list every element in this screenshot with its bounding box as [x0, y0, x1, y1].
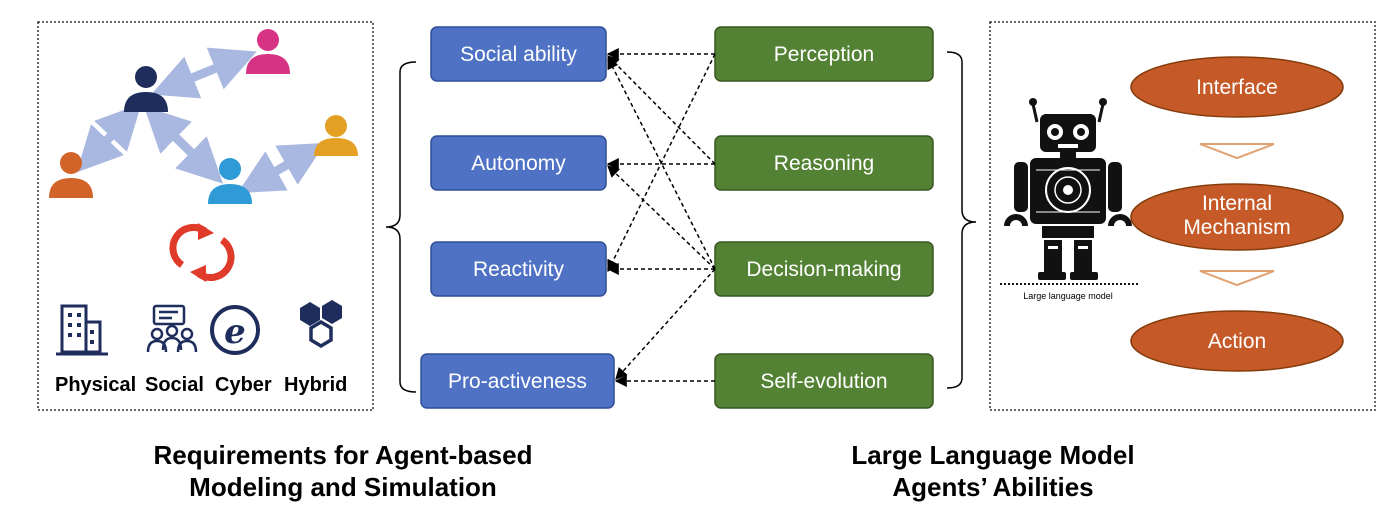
- stage-ellipse: [1130, 310, 1344, 372]
- stage-label-line: Mechanism: [1183, 216, 1290, 239]
- person-icon-navy: [124, 66, 168, 112]
- stage-label: Interface: [1196, 76, 1278, 99]
- requirement-label: Autonomy: [471, 152, 566, 175]
- link-reasoning-social: [607, 55, 716, 165]
- down-arrow-icon: [1199, 270, 1275, 287]
- internet-explorer-icon: e: [210, 305, 260, 355]
- abilities-caption-line2: Agents’ Abilities: [892, 472, 1093, 502]
- ability-label: Reasoning: [774, 152, 874, 175]
- requirements-bracket: [385, 61, 417, 393]
- requirement-box: [430, 241, 607, 297]
- social-meeting-icon: [146, 304, 198, 353]
- stage-label-line: Action: [1208, 330, 1266, 353]
- ability-label: Decision-making: [746, 258, 901, 281]
- stage-label-line: Interface: [1196, 76, 1278, 99]
- domain-label-cyber: Cyber: [215, 374, 272, 396]
- ability-label: Self-evolution: [760, 370, 887, 393]
- ability-requirement-links: [606, 48, 716, 387]
- requirements-panel-border: [37, 21, 374, 411]
- link-decision-social: [607, 56, 716, 270]
- person-icon-orange: [49, 152, 93, 198]
- abilities-caption-line1: Large Language Model: [851, 440, 1134, 470]
- refresh-cycle-icon: [169, 223, 235, 282]
- requirement-label: Reactivity: [473, 258, 565, 281]
- ability-label: Perception: [774, 43, 874, 66]
- agent-network: [76, 47, 326, 194]
- domain-label-hybrid: Hybrid: [284, 374, 347, 396]
- ability-boxes: Perception Reasoning Decision-making Sel…: [714, 26, 934, 409]
- abilities-bracket: [946, 51, 977, 389]
- stage-ellipse: [1130, 183, 1344, 251]
- domain-label-physical: Physical: [55, 374, 136, 396]
- link-decision-proactive: [615, 268, 716, 380]
- stage-label-line: Internal: [1202, 192, 1272, 215]
- requirement-box: [430, 135, 607, 191]
- requirement-label: Pro-activeness: [448, 370, 587, 393]
- person-icon-blue: [208, 158, 252, 204]
- robot-icon: [1000, 98, 1138, 285]
- requirements-caption-line1: Requirements for Agent-based: [154, 440, 533, 470]
- requirement-box: [420, 353, 615, 409]
- link-perception-reactivity: [607, 53, 716, 273]
- robot-label: Large language model: [1023, 291, 1113, 301]
- person-icon-magenta: [246, 29, 290, 74]
- requirements-caption-line2: Modeling and Simulation: [189, 472, 497, 502]
- stage-label: Action: [1208, 330, 1266, 353]
- domain-label-social: Social: [145, 374, 204, 396]
- down-arrow-icon: [1199, 143, 1275, 160]
- building-icon: [56, 304, 108, 356]
- hexagons-icon: [300, 300, 342, 349]
- requirement-label: Social ability: [460, 43, 577, 66]
- requirements-panel: e Physical Social Cyber Hybrid: [37, 21, 374, 411]
- requirement-box: [430, 26, 607, 82]
- llm-panel-border: [989, 21, 1376, 411]
- link-decision-autonomy: [607, 165, 716, 270]
- person-icon-gold: [314, 115, 358, 156]
- requirement-boxes: Social ability Autonomy Reactivity Pro-a…: [420, 26, 615, 409]
- svg-text:e: e: [224, 312, 246, 352]
- stage-ellipse: [1130, 56, 1344, 118]
